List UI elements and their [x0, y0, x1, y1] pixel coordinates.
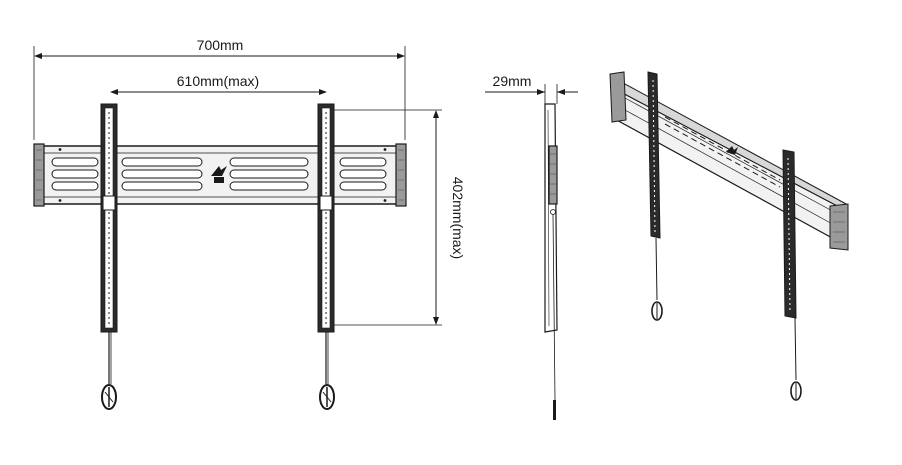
perspective-end-cap-right — [829, 203, 849, 251]
rail-end-cap-left — [33, 143, 45, 207]
dimension-arm-spacing: 610mm(max) — [110, 73, 327, 95]
horizontal-rail — [37, 145, 403, 205]
rail-slots-bottom — [51, 181, 387, 191]
dimension-overall-width: 700mm — [33, 37, 406, 140]
safety-pull-cord-right — [319, 384, 335, 410]
vertical-arm-left — [100, 103, 118, 384]
side-arm-profile — [544, 103, 558, 333]
side-view: 29mm — [485, 73, 578, 420]
dimension-depth: 29mm — [485, 73, 578, 104]
rail-holes — [58, 148, 387, 202]
arm-spacing-label: 610mm(max) — [177, 73, 259, 89]
rail-slots-middle — [51, 169, 387, 179]
side-rail-profile — [548, 145, 558, 215]
side-pull-cord — [552, 213, 556, 420]
dimension-vertical-span: 402mm(max) — [334, 109, 466, 326]
overall-width-label: 700mm — [197, 37, 244, 53]
perspective-arm-right — [782, 149, 802, 401]
perspective-view — [609, 71, 849, 401]
rail-end-cap-right — [395, 143, 407, 207]
depth-label: 29mm — [493, 73, 532, 89]
brand-logo-mark — [211, 166, 227, 183]
vertical-arm-right — [317, 103, 335, 384]
perspective-end-cap-left — [609, 71, 627, 123]
front-view: 700mm 610mm(max) 402mm(max) — [33, 37, 466, 410]
rail-slots-top — [51, 157, 387, 167]
safety-pull-cord-left — [101, 384, 117, 410]
perspective-arm-left — [647, 71, 663, 321]
vertical-span-label: 402mm(max) — [450, 177, 466, 259]
